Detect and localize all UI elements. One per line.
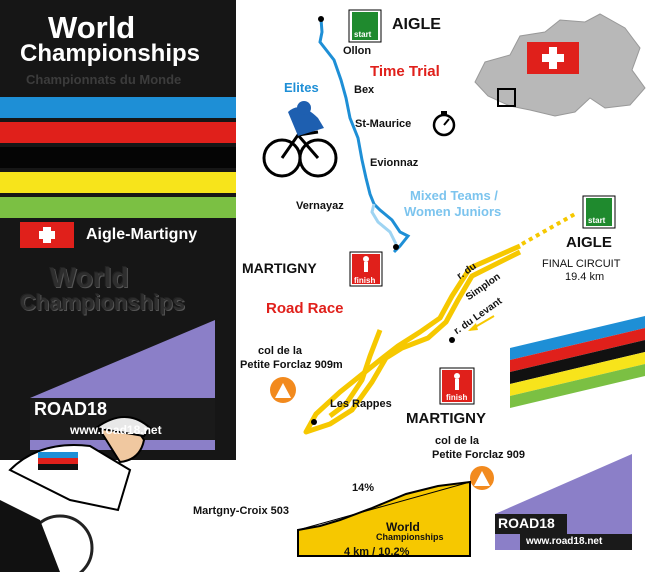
- stripe-blue: [0, 97, 236, 118]
- banner-title-championships: Championships: [20, 40, 201, 67]
- tt-title: Time Trial: [370, 63, 440, 80]
- climb-icon-map: [270, 377, 296, 403]
- watermark-championships: Championships: [20, 290, 186, 315]
- finish-icon-rr: [439, 367, 475, 405]
- road18-logo-small: [495, 454, 632, 550]
- road18-url-small: www.road18.net: [526, 536, 603, 547]
- tt-finish-badge: finish: [354, 276, 376, 285]
- left-banner: World Championships Championnats du Mond…: [0, 0, 236, 460]
- tt-finish-town: MARTIGNY: [242, 260, 317, 276]
- profile-brand-2: Championships: [376, 532, 444, 542]
- banner-title-world: World: [48, 10, 136, 45]
- profile-distance: 4 km / 10.2%: [344, 546, 410, 558]
- elevation-profile: [297, 480, 471, 557]
- stopwatch-icon: [432, 111, 456, 137]
- road18-name-main: ROAD18: [34, 399, 108, 419]
- mixed-route: [370, 203, 398, 245]
- mixed-label-1: Mixed Teams /: [410, 188, 498, 203]
- circuit-link: [521, 212, 576, 246]
- tt-start-town: AIGLE: [392, 16, 441, 33]
- climb-label-2: Petite Forclaz 909m: [240, 359, 343, 371]
- route-label: Aigle-Martigny: [86, 226, 198, 243]
- profile-top-2: Petite Forclaz 909: [432, 449, 525, 461]
- rainbow-stripes: [0, 97, 236, 218]
- town-evionnaz: Evionnaz: [370, 157, 419, 169]
- stripe-black: [0, 147, 236, 168]
- start-flag-icon-circuit: [582, 195, 616, 229]
- stripe-red: [0, 122, 236, 143]
- finish-icon-tt: [349, 251, 383, 287]
- mixed-label-2: Women Juniors: [404, 204, 502, 219]
- town-st-maurice: St-Maurice: [355, 118, 412, 130]
- road-cyclist-icon: [0, 416, 152, 572]
- rr-title: Road Race: [266, 300, 344, 317]
- town-vernayaz: Vernayaz: [296, 200, 344, 212]
- rr-finish-town: MARTIGNY: [406, 410, 486, 427]
- town-bex: Bex: [354, 84, 375, 96]
- elites-label: Elites: [284, 80, 319, 95]
- road-race-route: [303, 243, 522, 435]
- time-trial-cyclist-icon: [262, 130, 338, 178]
- swiss-flag-small: [20, 222, 74, 248]
- profile-gradient: 14%: [352, 482, 375, 494]
- profile-base: Martgny-Croix 503: [193, 505, 289, 517]
- rr-start-town: AIGLE: [566, 234, 612, 251]
- banner-subtitle: Championnats du Monde: [26, 72, 182, 87]
- road18-logo-main: [30, 320, 215, 450]
- circuit-length: 19.4 km: [565, 271, 605, 283]
- rainbow-stripes-diagonal: [510, 316, 645, 408]
- profile-brand-1: World: [386, 520, 420, 534]
- climb-icon-profile: [470, 466, 494, 490]
- watermark-world: World: [50, 262, 129, 293]
- climb-label-1: col de la: [258, 345, 303, 357]
- rr-start-badge: start: [588, 216, 606, 225]
- region-marker: [497, 88, 516, 107]
- road18-name-small: ROAD18: [498, 515, 555, 531]
- circuit-label: FINAL CIRCUIT: [542, 258, 621, 270]
- profile-top-1: col de la: [435, 435, 480, 447]
- time-trial-route: [318, 18, 411, 254]
- road18-url-main: www.road18.net: [70, 423, 162, 437]
- stripe-yellow: [0, 172, 236, 193]
- start-flag-icon-tt: [348, 9, 382, 43]
- stripe-green: [0, 197, 236, 218]
- town-ollon: Ollon: [343, 45, 372, 57]
- tt-start-badge: start: [354, 30, 372, 39]
- les-rappes: Les Rappes: [330, 398, 392, 410]
- rr-finish-badge: finish: [446, 393, 468, 402]
